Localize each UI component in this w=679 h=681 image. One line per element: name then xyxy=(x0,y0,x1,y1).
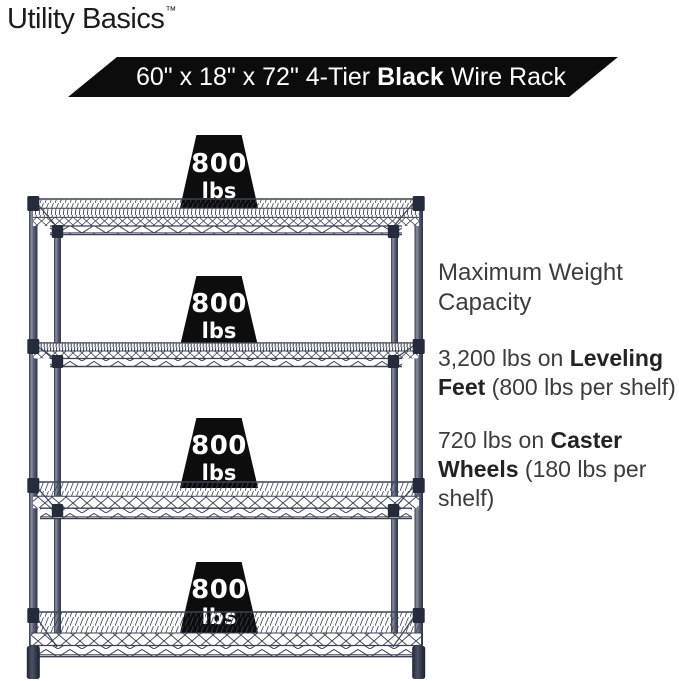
shelf-4 xyxy=(30,611,422,658)
shelf-3 xyxy=(32,481,420,520)
trademark-symbol: ™ xyxy=(165,5,176,17)
weight-unit: lbs xyxy=(201,318,237,343)
leveling-bold: Leveling Feet xyxy=(438,344,664,400)
leveling-feet-caption: 3,200 lbs on Leveling Feet (800 lbs per … xyxy=(438,344,679,402)
caster-prefix: 720 lbs on xyxy=(438,426,551,453)
weight-value: 800 xyxy=(191,149,247,179)
rack-poles xyxy=(29,199,423,651)
caster-bold: Caster Wheels xyxy=(438,426,623,483)
brand-name: Utility Basics xyxy=(7,3,165,35)
weight-value: 800 xyxy=(191,288,247,319)
brand-logo: Utility Basics™ xyxy=(7,3,176,36)
caster-suffix: (180 lbs per shelf) xyxy=(438,456,647,512)
capacity-captions: Maximum Weight Capacity 3,200 lbs on Lev… xyxy=(438,258,679,538)
leveling-prefix: 3,200 lbs on xyxy=(438,344,570,371)
banner-product-text: Wire Rack xyxy=(443,62,567,91)
banner-dimensions-text: 60" x 18" x 72" 4-Tier xyxy=(135,62,378,91)
title-banner: 60" x 18" x 72" 4-Tier Black Wire Rack xyxy=(68,57,618,97)
leveling-suffix: (800 lbs per shelf) xyxy=(485,373,676,400)
shelf-1 xyxy=(32,198,420,236)
weight-unit: lbs xyxy=(201,460,237,485)
banner-color-text: Black xyxy=(377,62,444,91)
weight-value: 800 xyxy=(191,430,247,461)
leveling-feet xyxy=(26,646,426,679)
weight-unit: lbs xyxy=(201,179,237,203)
capacity-heading: Maximum Weight Capacity xyxy=(438,259,623,316)
wire-rack-illustration xyxy=(26,196,426,679)
caster-wheels-caption: 720 lbs on Caster Wheels (180 lbs per sh… xyxy=(438,426,679,514)
weight-value: 800 xyxy=(191,575,247,605)
pole-collars xyxy=(27,196,425,623)
shelf-2 xyxy=(32,342,420,368)
